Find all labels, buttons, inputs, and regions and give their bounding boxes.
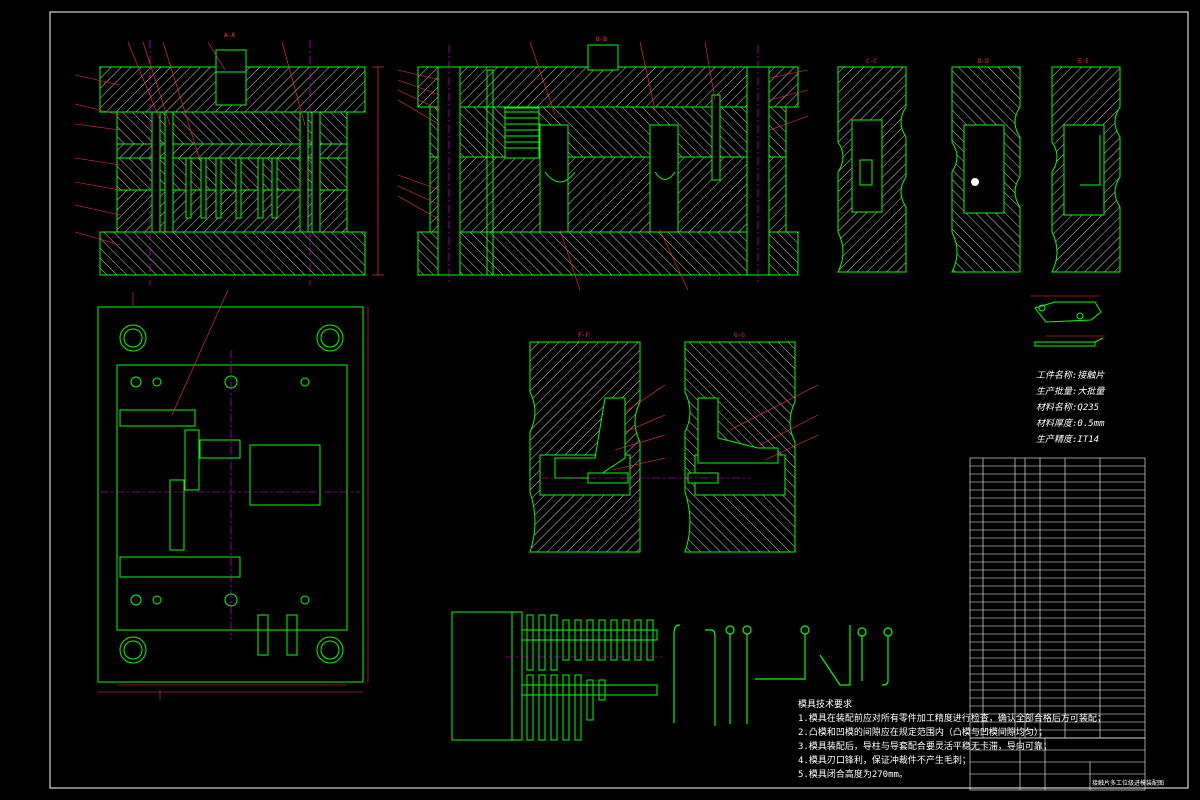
bill-of-materials bbox=[969, 457, 1146, 739]
side-section-view bbox=[397, 41, 809, 291]
section-label-f: F-F bbox=[578, 332, 589, 339]
spec-batch: 生产批量:大批量 bbox=[1036, 387, 1105, 397]
spec-part-name: 工件名称:接触片 bbox=[1036, 371, 1105, 381]
spec-precision: 生产精度:IT14 bbox=[1036, 435, 1100, 445]
section-label-e: E-E bbox=[1078, 58, 1089, 65]
section-label-g: G-G bbox=[734, 332, 745, 339]
tech-req-item-3: 3.模具装配后，导柱与导套配合要灵活平稳无卡滞，导向可靠； bbox=[798, 742, 1052, 752]
tech-requirements-block: 模具技术要求 1.模具在装配前应对所有零件加工精度进行检查，确认全部合格后方可装… bbox=[798, 698, 1106, 782]
strip-layout bbox=[451, 611, 665, 741]
tech-req-item-5: 5.模具闭合高度为270mm。 bbox=[798, 770, 908, 780]
partial-sections-top-right bbox=[837, 66, 1121, 273]
tech-req-item-4: 4.模具刃口锋利，保证冲裁件不产生毛刺； bbox=[798, 756, 971, 766]
section-label-b: B-B bbox=[596, 36, 607, 43]
tech-req-item-2: 2.凸模和凹模的间隙应在规定范围内（凸模与凹模间隙均匀）； bbox=[798, 728, 1048, 738]
section-label-c: C-C bbox=[866, 58, 877, 65]
main-section-view bbox=[74, 40, 384, 285]
title-block bbox=[969, 737, 1146, 791]
spec-material: 材料名称:Q235 bbox=[1036, 403, 1100, 413]
plan-view bbox=[97, 289, 369, 700]
forming-stage-profiles bbox=[673, 624, 893, 726]
tech-req-item-1: 1.模具在装配前应对所有零件加工精度进行检查，确认全部合格后方可装配； bbox=[798, 714, 1106, 724]
middle-sections bbox=[529, 341, 819, 553]
section-label-d: D-D bbox=[978, 58, 989, 65]
tech-req-title: 模具技术要求 bbox=[798, 700, 853, 710]
spec-thickness: 材料厚度:0.5mm bbox=[1036, 419, 1105, 429]
section-label-a: A-A bbox=[224, 32, 235, 39]
drawing-frame bbox=[49, 11, 1189, 789]
part-spec-block: 工件名称:接触片 生产批量:大批量 材料名称:Q235 材料厚度:0.5mm 生… bbox=[1036, 368, 1105, 448]
part-sketch bbox=[1030, 295, 1105, 347]
title-block-drawing-title: 接触片多工位级进模装配图 bbox=[1092, 780, 1165, 787]
